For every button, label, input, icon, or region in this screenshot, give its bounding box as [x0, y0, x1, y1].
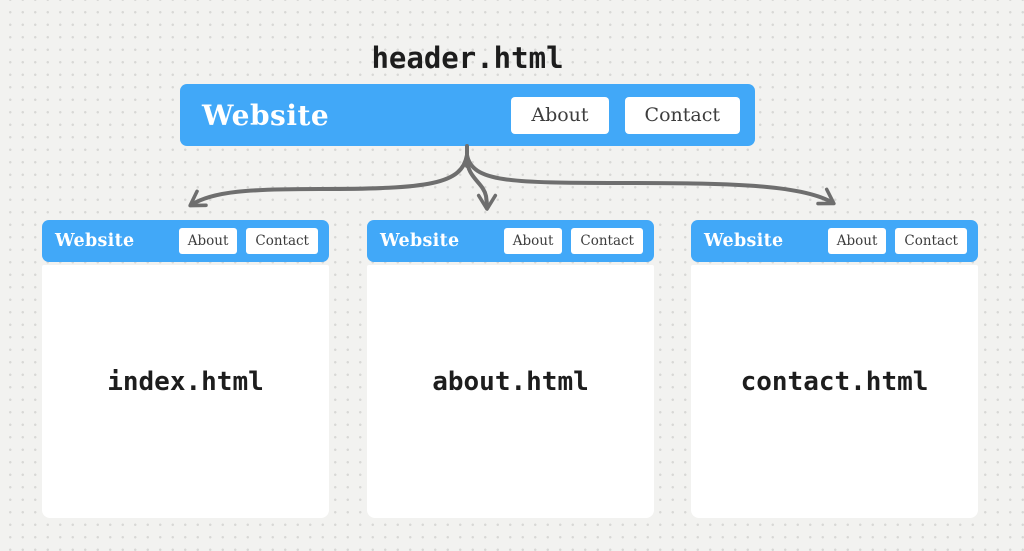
about-nav-button[interactable]: About: [827, 228, 887, 254]
page-card-about: Website About Contact about.html: [367, 220, 654, 518]
page-filename: contact.html: [740, 366, 929, 397]
page-header-index: Website About Contact: [42, 220, 329, 262]
site-brand: Website: [704, 231, 784, 251]
about-nav-button[interactable]: About: [503, 228, 563, 254]
arrow-to-index-page: [188, 153, 469, 208]
page-filename: index.html: [107, 366, 264, 397]
page-header-contact: Website About Contact: [691, 220, 978, 262]
contact-nav-button[interactable]: Contact: [624, 96, 740, 134]
page-card-contact: Website About Contact contact.html: [691, 220, 978, 518]
site-brand: Website: [55, 231, 135, 251]
arrow-to-contact-page: [465, 153, 836, 206]
about-nav-button[interactable]: About: [511, 96, 609, 134]
arrow-to-about-page: [465, 156, 498, 211]
page-filename: about.html: [432, 366, 589, 397]
page-header-about: Website About Contact: [367, 220, 654, 262]
about-nav-button[interactable]: About: [178, 228, 238, 254]
page-body-index: index.html: [42, 265, 329, 518]
site-brand: Website: [202, 98, 330, 132]
shared-header-bar: Website About Contact: [180, 84, 755, 146]
site-brand: Website: [380, 231, 460, 251]
contact-nav-button[interactable]: Contact: [246, 228, 318, 254]
page-body-about: about.html: [367, 265, 654, 518]
source-file-label: header.html: [371, 41, 564, 75]
page-card-index: Website About Contact index.html: [42, 220, 329, 518]
contact-nav-button[interactable]: Contact: [571, 228, 643, 254]
page-body-contact: contact.html: [691, 265, 978, 518]
contact-nav-button[interactable]: Contact: [895, 228, 967, 254]
